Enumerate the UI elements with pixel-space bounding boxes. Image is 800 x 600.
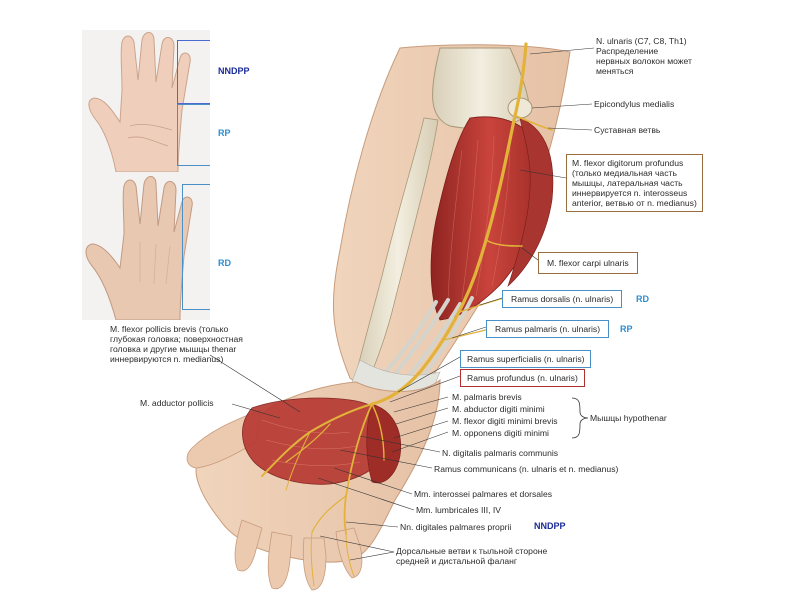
box-ramus-profundus: Ramus profundus (n. ulnaris) — [460, 369, 585, 387]
photo-tag-rd: RD — [218, 258, 231, 268]
label-nn-digitales-palmares-proprii: Nn. digitales palmares proprii — [400, 522, 512, 532]
label-joint-branch: Суставная ветвь — [594, 125, 661, 135]
box-ramus-dorsalis: Ramus dorsalis (n. ulnaris) — [502, 290, 623, 308]
dorsal-hand-drawing — [85, 176, 193, 320]
flexor-carpi-ulnaris-muscle — [507, 117, 554, 287]
box-ramus-palmaris: Ramus palmaris (n. ulnaris) — [486, 320, 610, 338]
dorsal-hand-photo — [82, 172, 210, 320]
label-mm-lumbricales: Mm. lumbricales III, IV — [416, 505, 501, 515]
hand-muscle-fibers — [261, 419, 361, 466]
label-hypothenar-muscles: Мышцы hypothenar — [590, 413, 667, 423]
box-flexor-carpi-ulnaris: M. flexor carpi ulnaris — [538, 252, 638, 274]
fingers — [234, 519, 363, 591]
label-ramus-communicans: Ramus communicans (n. ulnaris et n. medi… — [434, 464, 619, 474]
box-flexor-digitorum-profundus: M. flexor digitorum profundus (только ме… — [566, 154, 703, 212]
label-palmaris-brevis: M. palmaris brevis — [452, 392, 522, 402]
tag-rp: RP — [620, 324, 633, 334]
nndpp-zone-box — [177, 40, 210, 104]
muscle-striations — [447, 135, 511, 301]
label-opponens-digiti-minimi: M. opponens digiti minimi — [452, 428, 549, 438]
leader-lines — [209, 47, 595, 561]
photo-tag-rp: RP — [218, 128, 231, 138]
palm-photo — [82, 30, 210, 172]
label-abductor-digiti-minimi: M. abductor digiti minimi — [452, 404, 545, 414]
label-flexor-pollicis-brevis: M. flexor pollicis brevis (только глубок… — [110, 324, 243, 364]
thumb-skin — [186, 409, 261, 469]
box-ramus-superficialis: Ramus superficialis (n. ulnaris) — [460, 350, 592, 368]
palm-hand-drawing — [88, 32, 191, 172]
label-dorsal-branches: Дорсальные ветви к тыльной стороне средн… — [396, 546, 548, 566]
label-flexor-digiti-minimi-brevis: M. flexor digiti minimi brevis — [452, 416, 558, 426]
photo-tag-nndpp: NNDPP — [218, 66, 250, 76]
label-ulnar-nerve: N. ulnaris (C7, C8, Th1) Распределение н… — [596, 36, 692, 76]
rp-zone-box — [177, 104, 210, 166]
label-adductor-pollicis: M. adductor pollicis — [140, 398, 214, 408]
hypothenar-brace — [571, 397, 589, 439]
tag-rd: RD — [636, 294, 649, 304]
ulnar-nerve — [261, 42, 553, 587]
label-mm-interossei: Mm. interossei palmares et dorsales — [414, 489, 553, 499]
epicondyle-bone — [507, 97, 533, 119]
tag-nndpp: NNDPP — [534, 521, 566, 531]
label-n-digitalis-palmaris-communis: N. digitalis palmaris communis — [442, 448, 559, 458]
rd-zone-box — [182, 184, 210, 310]
label-epicondylus-medialis: Epicondylus medialis — [594, 99, 675, 109]
